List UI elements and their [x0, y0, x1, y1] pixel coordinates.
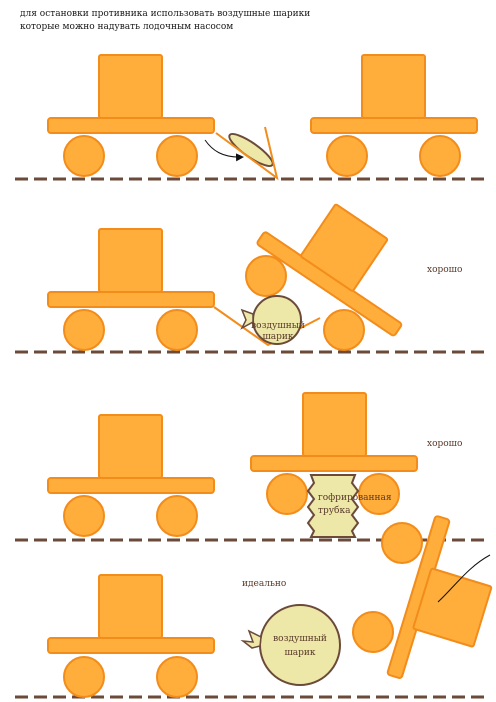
balloon-knot — [240, 308, 254, 330]
vehicle — [47, 574, 215, 698]
enemy-vehicle-lifted — [250, 392, 418, 515]
balloon-label: воздушный — [273, 634, 327, 644]
vehicle — [47, 414, 215, 537]
status-label: идеально — [242, 579, 286, 589]
balloon-label: шарик — [262, 332, 293, 342]
tube-label: трубка — [318, 505, 351, 516]
panel-3: гофрированная трубка хорошо — [15, 392, 490, 542]
corrugated-tube — [306, 474, 360, 538]
caption-line-2: которые можно надувать лодочным насосом — [20, 22, 234, 32]
status-label: хорошо — [427, 439, 462, 449]
panel-4: воздушный шарик идеально — [15, 515, 493, 699]
deflated-balloon — [228, 133, 274, 167]
enemy-vehicle-tipped — [245, 203, 403, 351]
status-label: хорошо — [427, 265, 462, 275]
enemy-vehicle — [310, 54, 478, 177]
panel-1 — [15, 54, 490, 181]
deploy-arrow — [204, 139, 244, 162]
balloon-net — [215, 126, 279, 181]
balloon-label: шарик — [284, 648, 315, 658]
inflated-balloon — [259, 604, 341, 686]
balloon-label: воздушный — [251, 321, 305, 331]
balloon-knot — [240, 629, 262, 649]
trajectory-line — [437, 554, 491, 603]
vehicle — [47, 54, 215, 177]
vehicle — [47, 228, 215, 351]
panel-2: воздушный шарик хорошо — [15, 203, 490, 354]
balloon-net — [213, 306, 321, 347]
tube-label: гофрированная — [318, 493, 392, 503]
enemy-vehicle-flipped — [352, 515, 493, 679]
caption-line-1: для остановки противника использовать во… — [20, 9, 311, 19]
